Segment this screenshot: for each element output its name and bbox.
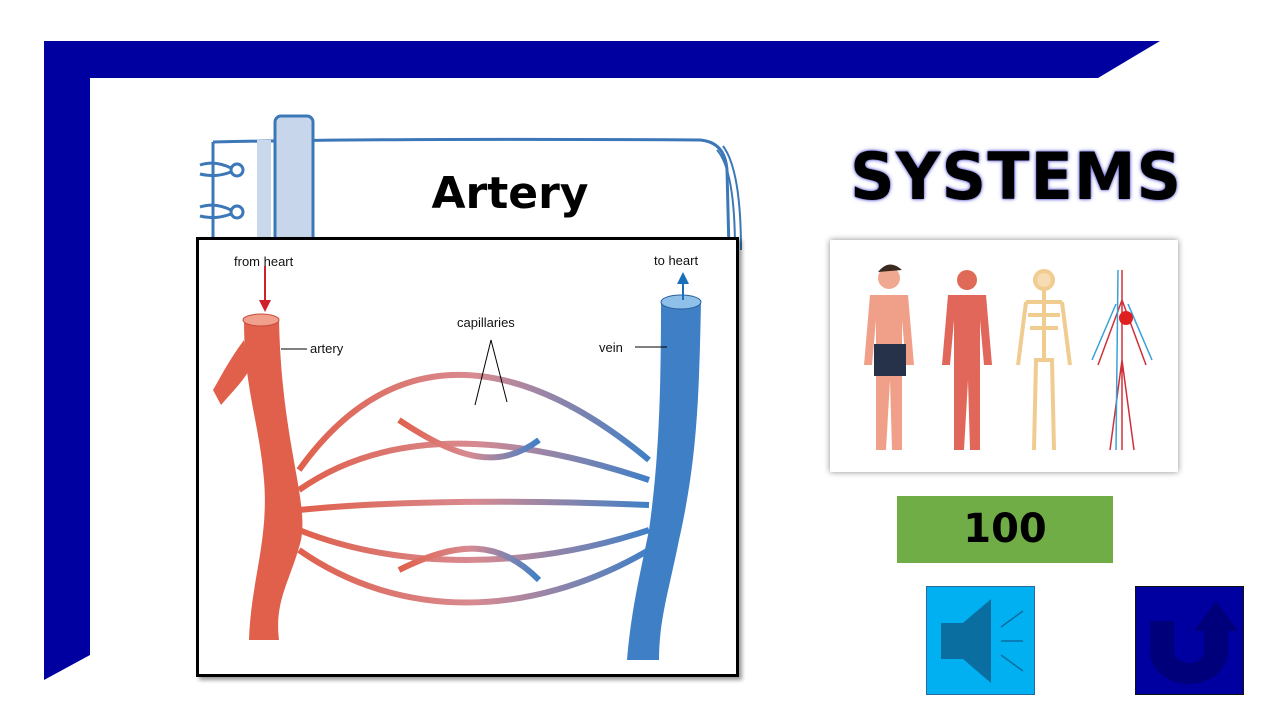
- point-value-badge: 100: [897, 496, 1113, 563]
- human-figure-skin: [864, 264, 914, 450]
- muscular-figure: [942, 270, 992, 450]
- category-title: SYSTEMS: [850, 138, 1183, 215]
- circulatory-figure: [1091, 269, 1153, 451]
- skeleton-figure: [1016, 269, 1072, 451]
- label-from-heart: from heart: [234, 254, 294, 269]
- return-button[interactable]: [1135, 586, 1244, 695]
- blood-vessel-illustration: [213, 266, 702, 660]
- slide-title: Artery: [431, 168, 589, 219]
- sound-button[interactable]: [926, 586, 1035, 695]
- human-body-systems-image: [830, 240, 1178, 472]
- label-vein: vein: [599, 340, 623, 355]
- label-to-heart: to heart: [654, 253, 699, 268]
- label-capillaries: capillaries: [457, 315, 515, 330]
- u-turn-arrow-icon: [1150, 601, 1238, 684]
- artery-vein-diagram: from heart to heart artery capillaries v…: [196, 237, 739, 677]
- notebook-graphic: [199, 114, 742, 250]
- speaker-icon: [941, 599, 1024, 683]
- label-artery: artery: [310, 341, 344, 356]
